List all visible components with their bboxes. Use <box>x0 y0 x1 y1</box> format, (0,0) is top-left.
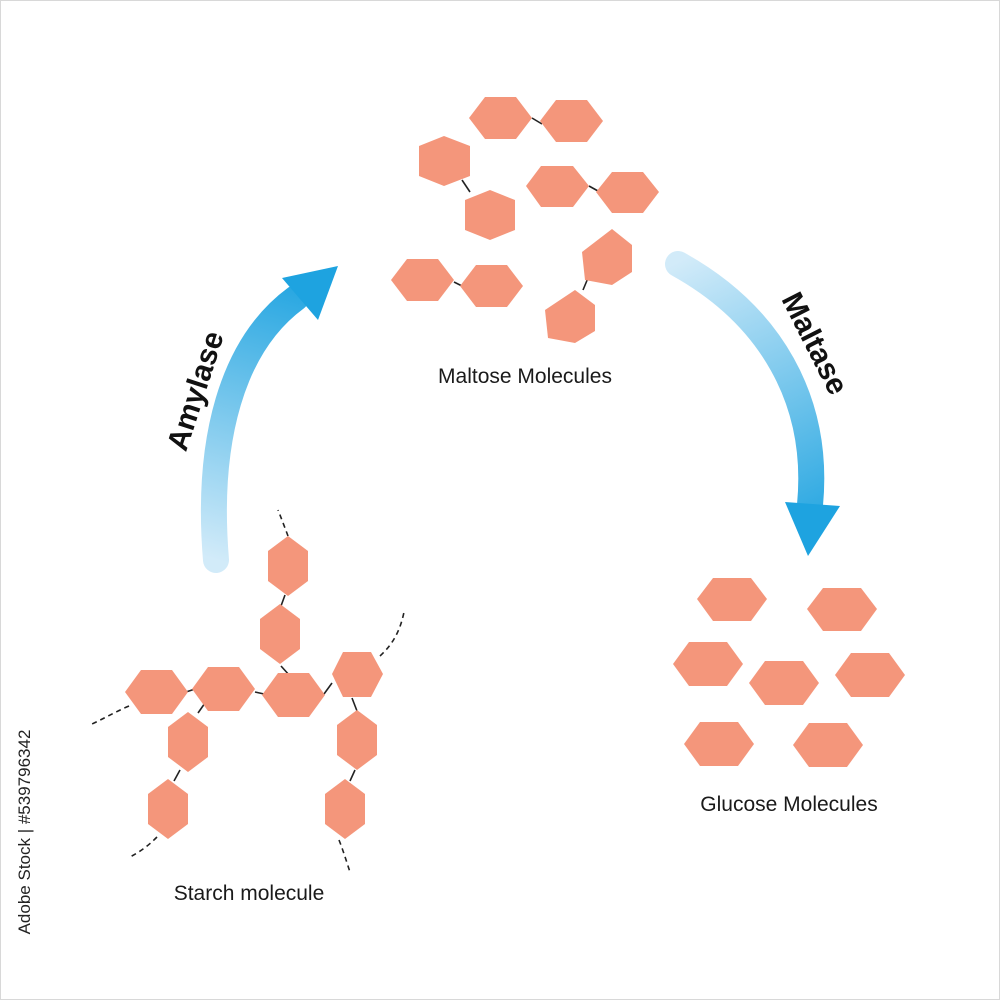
glucose-unit <box>419 136 470 186</box>
glucose-unit <box>673 642 743 686</box>
glucose-unit <box>469 97 532 139</box>
glucose-unit <box>260 604 300 664</box>
label-glucose-molecules: Glucose Molecules <box>700 793 877 816</box>
glucose-unit <box>125 670 188 714</box>
glucose-unit <box>460 265 523 307</box>
maltase-arrow-icon <box>665 251 840 556</box>
glucose-unit <box>332 652 383 697</box>
glucose-molecules <box>673 578 905 767</box>
glucose-unit <box>793 723 863 767</box>
glucose-unit <box>835 653 905 697</box>
glucose-unit <box>325 779 365 839</box>
glucose-unit <box>749 661 819 705</box>
stock-credit-text: Adobe Stock | #539796342 <box>15 730 34 935</box>
glucose-unit <box>582 229 632 285</box>
starch-chain-ends <box>91 509 405 873</box>
glucose-unit <box>697 578 767 621</box>
glucose-unit <box>596 172 659 213</box>
glucose-unit <box>262 673 325 717</box>
glucose-unit <box>337 710 377 770</box>
glucose-unit <box>540 100 603 142</box>
glucose-unit <box>807 588 877 631</box>
glucose-unit <box>465 190 515 240</box>
glucose-unit <box>268 536 308 596</box>
glucose-unit <box>391 259 454 301</box>
glucose-unit <box>545 290 595 343</box>
glucose-unit <box>526 166 589 207</box>
glucose-unit <box>192 667 255 711</box>
glucose-unit <box>168 712 208 772</box>
glucose-unit <box>148 779 188 839</box>
glucose-unit <box>684 722 754 766</box>
label-starch-molecule: Starch molecule <box>174 882 325 905</box>
maltose-molecules <box>391 97 659 343</box>
amylase-arrow-icon <box>201 266 338 573</box>
starch-molecule <box>125 536 383 839</box>
label-maltose-molecules: Maltose Molecules <box>438 365 612 388</box>
